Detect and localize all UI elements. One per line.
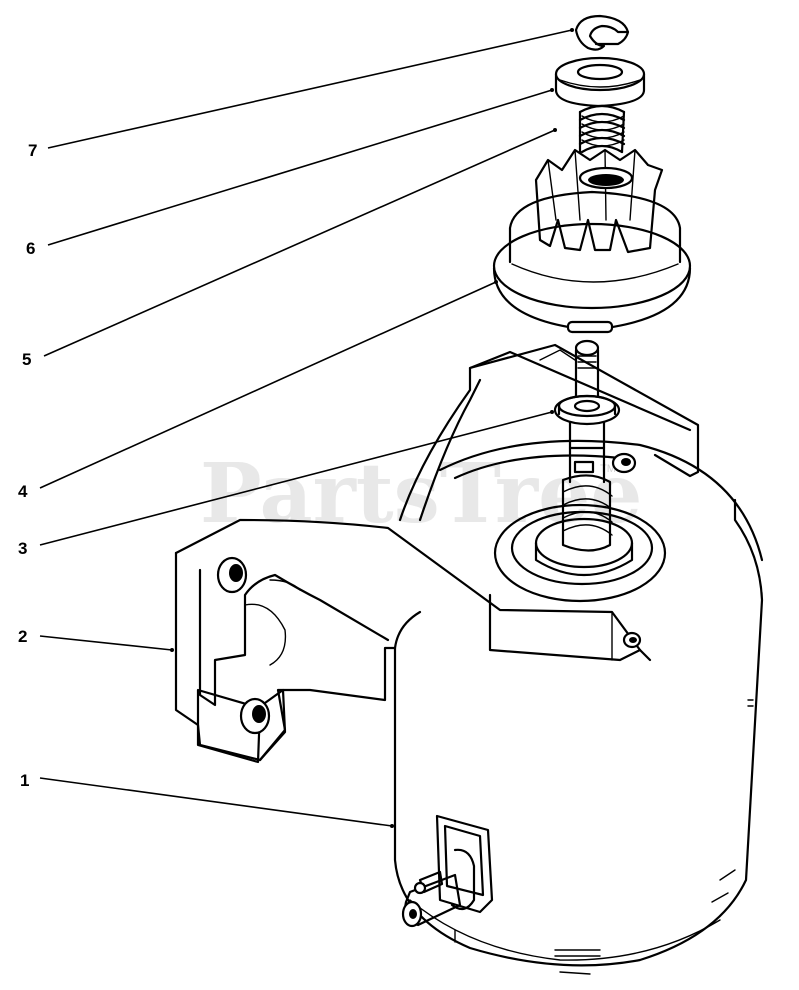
mounting-bracket[interactable]: [174, 343, 700, 764]
leader-5: [43, 129, 556, 357]
watermark: PartsTree TM: [200, 446, 642, 542]
callout-4: 4: [18, 482, 28, 501]
callout-1: 1: [20, 771, 29, 790]
leader-3: [39, 411, 553, 546]
callout-3: 3: [18, 539, 27, 558]
leader-lines: [39, 28, 574, 828]
callout-6: 6: [26, 239, 35, 258]
callout-5: 5: [22, 350, 31, 369]
leader-7: [47, 29, 573, 149]
drive-shaft[interactable]: [561, 339, 613, 552]
thrust-washer[interactable]: [553, 394, 621, 426]
starter-motor[interactable]: [393, 439, 764, 975]
pinion-gear[interactable]: [492, 148, 692, 334]
spring[interactable]: [578, 104, 626, 154]
leader-6: [47, 89, 553, 246]
stop-nut[interactable]: [554, 56, 646, 108]
callout-2: 2: [18, 627, 27, 646]
leader-1: [39, 777, 393, 827]
leader-2: [39, 635, 173, 651]
callout-7: 7: [28, 141, 37, 160]
watermark-text: PartsTree: [200, 446, 642, 542]
retaining-clip[interactable]: [574, 14, 630, 51]
leader-4: [39, 281, 497, 489]
callout-numbers: 7 6 5 4 3 2 1: [18, 141, 37, 790]
motor-end-face: [493, 503, 667, 603]
